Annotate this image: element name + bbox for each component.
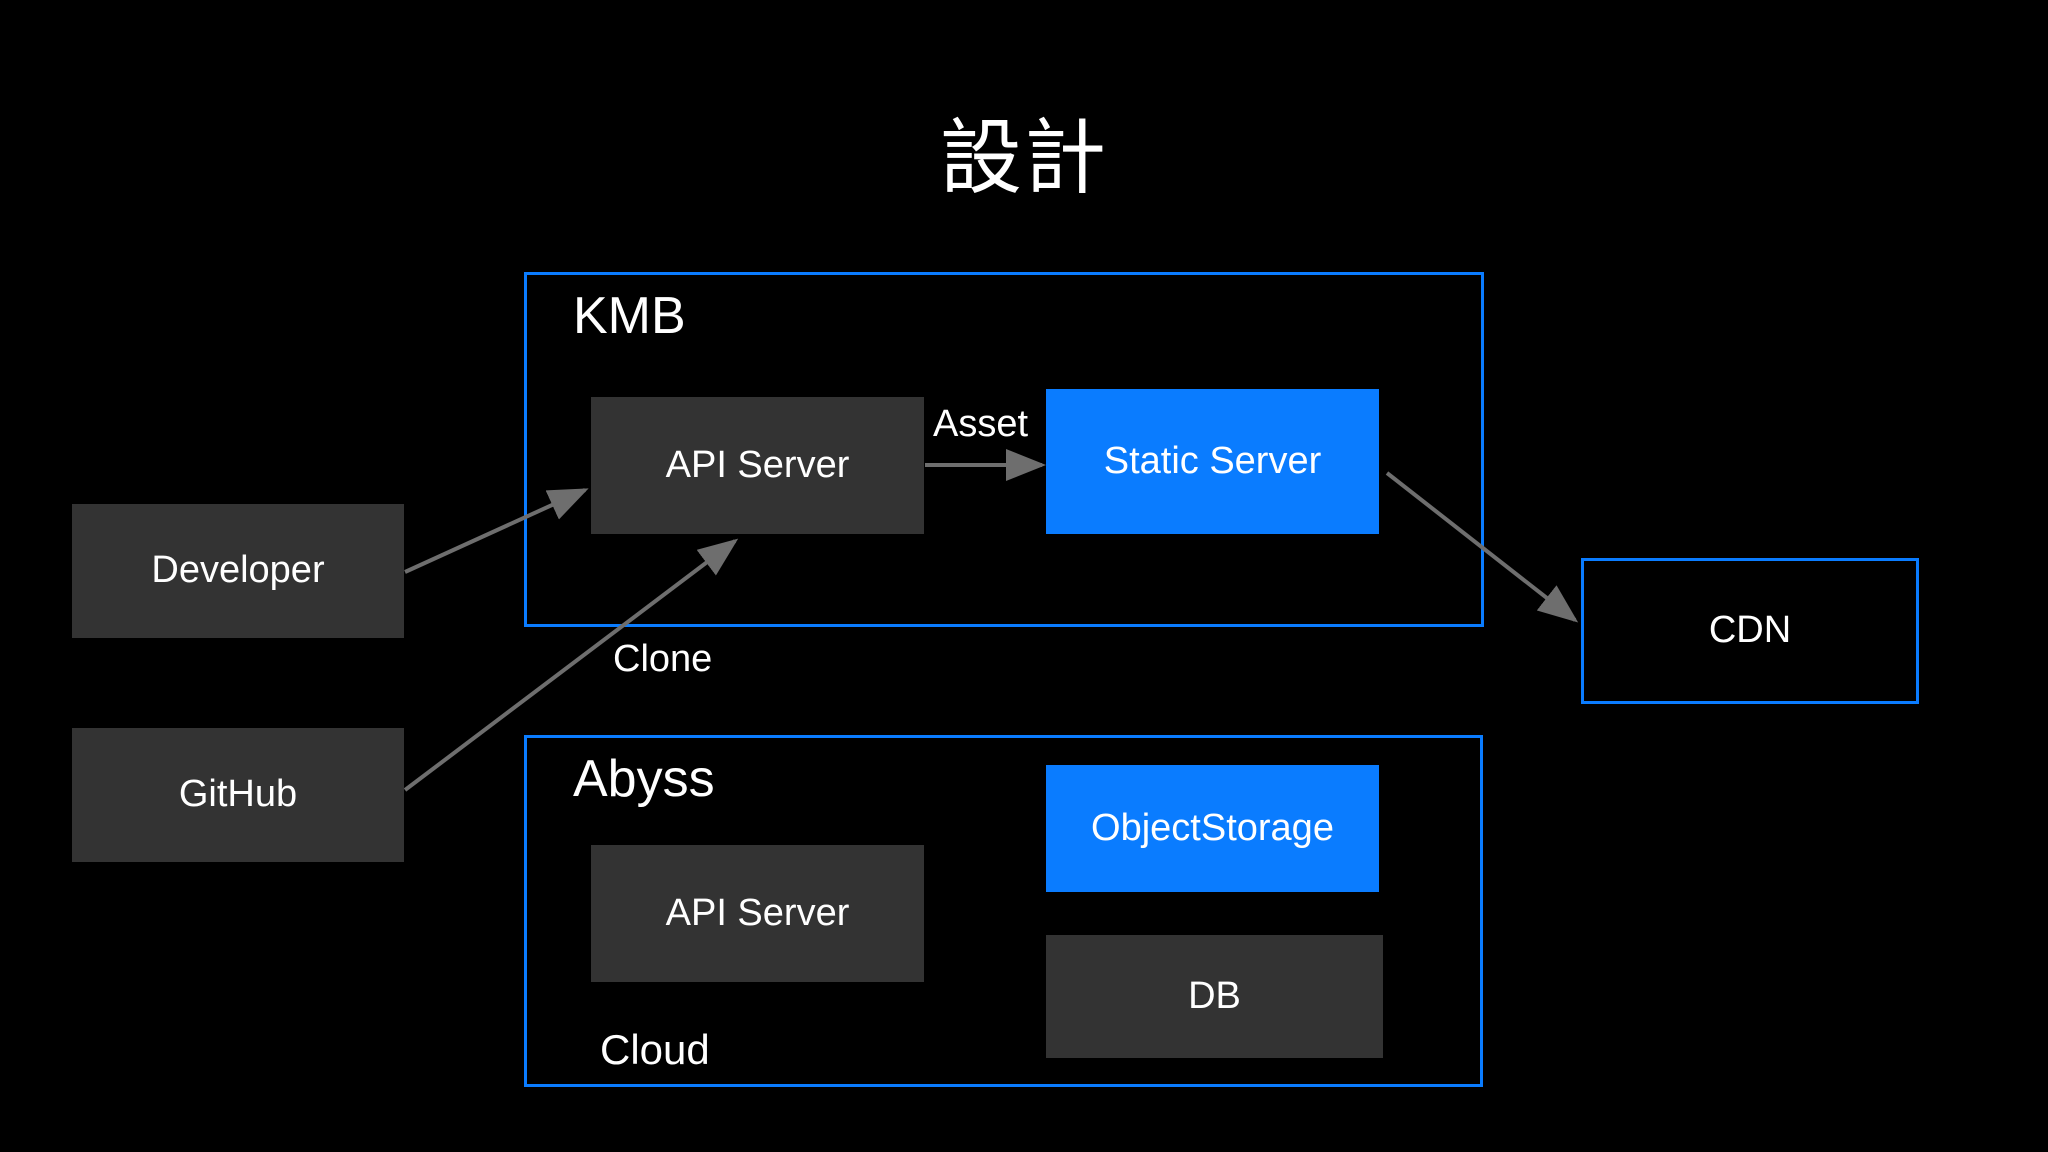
edge-label-asset: Asset (933, 403, 1029, 445)
node-abyss-api-server[interactable]: API Server (591, 845, 924, 982)
node-developer[interactable]: Developer (72, 504, 404, 638)
group-kmb-title: KMB (573, 287, 686, 345)
node-cdn[interactable]: CDN (1581, 558, 1919, 704)
group-abyss[interactable] (524, 735, 1483, 1087)
node-kmb-api-server[interactable]: API Server (591, 397, 924, 534)
node-db[interactable]: DB (1046, 935, 1383, 1058)
page-title: 設計 (939, 111, 1108, 206)
group-abyss-title: Abyss (573, 750, 715, 808)
group-abyss-footer-label: Cloud (600, 1026, 710, 1073)
group-kmb[interactable] (524, 272, 1484, 627)
node-github[interactable]: GitHub (72, 728, 404, 862)
node-static-server[interactable]: Static Server (1046, 389, 1379, 534)
node-object-storage[interactable]: ObjectStorage (1046, 765, 1379, 892)
edge-label-clone: Clone (613, 638, 713, 680)
